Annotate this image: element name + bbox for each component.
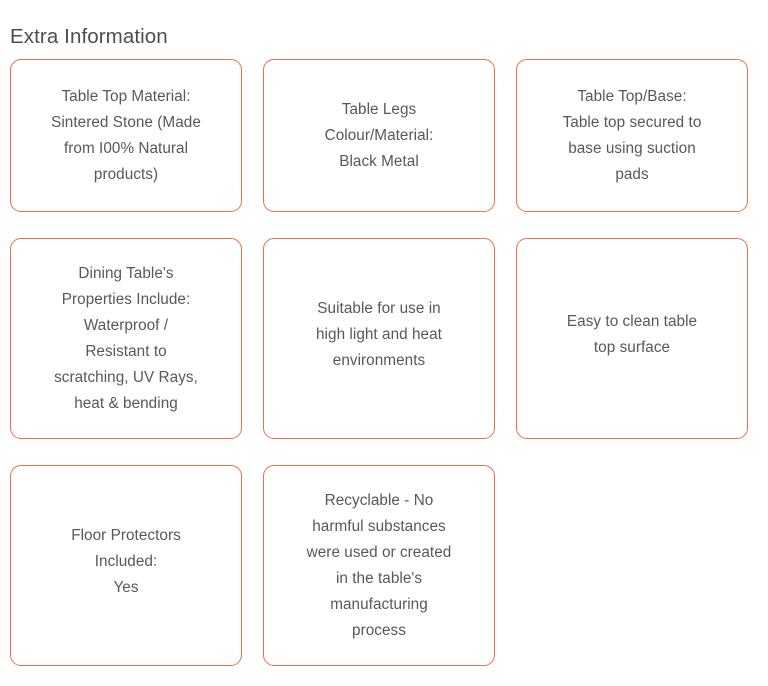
info-card-floor-protectors-included: Floor Protectors Included: Yes: [10, 465, 242, 666]
info-card-text: Easy to clean table top surface: [566, 312, 698, 356]
page-title: Extra Information: [10, 25, 168, 48]
info-card-text: Table Top Material: Sintered Stone (Made…: [51, 87, 201, 183]
info-card-text: Recyclable - No harmful substances were …: [306, 491, 452, 639]
info-card-text: Suitable for use in high light and heat …: [316, 299, 442, 369]
info-card-dining-table-properties: Dining Table's Properties Include: Water…: [10, 238, 242, 439]
info-card-suitable-high-light-heat: Suitable for use in high light and heat …: [263, 238, 495, 439]
info-card-table-top-material: Table Top Material: Sintered Stone (Made…: [10, 59, 242, 212]
info-cards-grid: Table Top Material: Sintered Stone (Made…: [10, 59, 748, 666]
info-card-text: Table Legs Colour/Material: Black Metal: [324, 100, 434, 170]
info-card-recyclable-no-harmful-substances: Recyclable - No harmful substances were …: [263, 465, 495, 666]
info-card-text: Table Top/Base: Table top secured to bas…: [562, 87, 702, 183]
info-card-table-legs-colour-material: Table Legs Colour/Material: Black Metal: [263, 59, 495, 212]
info-card-table-top-base: Table Top/Base: Table top secured to bas…: [516, 59, 748, 212]
info-card-text: Dining Table's Properties Include: Water…: [54, 264, 198, 412]
info-card-text: Floor Protectors Included: Yes: [71, 526, 181, 596]
info-card-easy-to-clean: Easy to clean table top surface: [516, 238, 748, 439]
